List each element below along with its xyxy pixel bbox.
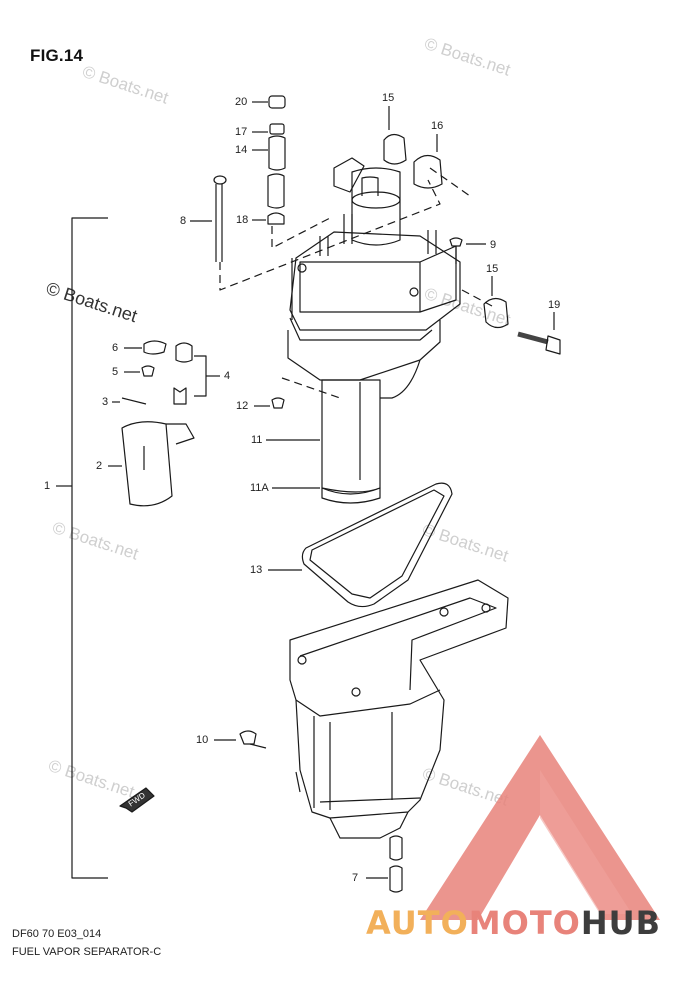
part-3 bbox=[121, 397, 147, 405]
part-20 bbox=[268, 95, 286, 109]
figure-name: FUEL VAPOR SEPARATOR-C bbox=[12, 946, 162, 958]
part-17 bbox=[269, 123, 285, 135]
part-8 bbox=[213, 175, 227, 185]
brand-auto: AUTO bbox=[366, 904, 469, 942]
part-6 bbox=[143, 340, 167, 355]
pump-connector bbox=[333, 157, 365, 193]
callout-20: 20 bbox=[235, 96, 248, 108]
callout-18: 18 bbox=[236, 214, 249, 226]
part-4-a bbox=[175, 342, 193, 363]
part-13 bbox=[301, 482, 453, 608]
callout-8: 8 bbox=[180, 215, 187, 227]
part-11a bbox=[321, 487, 381, 504]
figure-code: DF60 70 E03_014 bbox=[12, 928, 102, 940]
part-4-b bbox=[173, 387, 187, 405]
fwd-arrow bbox=[119, 787, 155, 813]
callout-5: 5 bbox=[112, 366, 119, 378]
callout-11a: 11A bbox=[250, 482, 269, 494]
part-19 bbox=[517, 331, 549, 345]
callout-10: 10 bbox=[196, 734, 209, 746]
callout-14: 14 bbox=[235, 144, 248, 156]
callout-13: 13 bbox=[250, 564, 263, 576]
callout-6: 6 bbox=[112, 342, 119, 354]
separator-body bbox=[289, 579, 509, 819]
figure-title: FIG.14 bbox=[30, 46, 84, 65]
part-11 bbox=[321, 379, 381, 493]
callout-19: 19 bbox=[548, 299, 561, 311]
part-9 bbox=[449, 237, 463, 247]
pump-housing-top bbox=[289, 231, 461, 331]
part-15a bbox=[383, 133, 407, 165]
part-16 bbox=[413, 154, 443, 189]
callout-3: 3 bbox=[102, 396, 109, 408]
callout-12: 12 bbox=[236, 400, 249, 412]
part-10 bbox=[239, 730, 257, 745]
pump-top-cylinder bbox=[351, 167, 401, 246]
callout-16: 16 bbox=[431, 120, 444, 132]
callout-15-top: 15 bbox=[382, 92, 395, 104]
callout-11: 11 bbox=[251, 434, 263, 446]
callout-2: 2 bbox=[96, 460, 103, 472]
bracket-line-1 bbox=[71, 217, 108, 879]
brand-wordmark: AUTOMOTOHUB bbox=[366, 904, 661, 942]
callout-15-side: 15 bbox=[486, 263, 499, 275]
callout-9: 9 bbox=[490, 239, 497, 251]
part-14 bbox=[268, 135, 286, 171]
part-18 bbox=[267, 212, 285, 225]
part-2 bbox=[121, 421, 173, 507]
part-15b bbox=[483, 297, 509, 329]
brand-moto: MOTO bbox=[468, 904, 581, 942]
callout-17: 17 bbox=[235, 126, 248, 138]
part-7 bbox=[389, 835, 403, 861]
part-5 bbox=[141, 365, 155, 377]
brand-hub: HUB bbox=[580, 904, 662, 942]
part-12 bbox=[271, 397, 285, 409]
callout-4: 4 bbox=[224, 370, 231, 382]
callout-1: 1 bbox=[44, 480, 51, 492]
callout-7: 7 bbox=[352, 872, 359, 884]
